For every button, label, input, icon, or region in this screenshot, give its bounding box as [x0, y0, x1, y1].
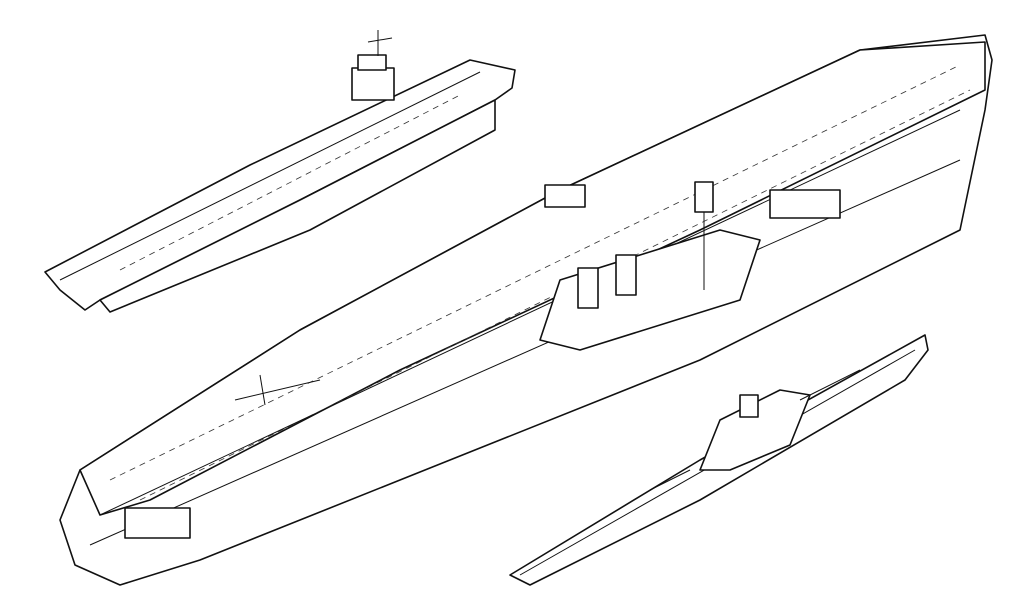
small-carrier-island [351, 30, 395, 101]
large-carrier-island [539, 181, 761, 351]
deck-aircraft [234, 374, 321, 406]
large-carrier-deck [79, 41, 986, 516]
aft-elevator [544, 184, 586, 208]
large-aircraft-carrier [59, 34, 993, 586]
side-elevator [769, 189, 841, 219]
bow-structure [124, 507, 191, 539]
small-aircraft-carrier [44, 30, 516, 313]
small-carrier-hull [99, 99, 496, 313]
battleship [509, 334, 929, 586]
